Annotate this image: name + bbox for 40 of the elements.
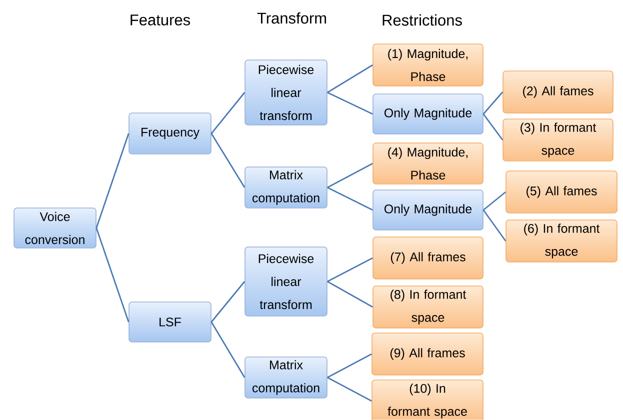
connector xyxy=(96,133,130,228)
connector xyxy=(327,353,372,378)
box: (7) All frames xyxy=(372,236,484,280)
box: Matrix computation xyxy=(244,356,328,398)
connector xyxy=(210,322,246,378)
box: Piecewise linear transform xyxy=(244,246,328,316)
connector xyxy=(210,281,246,322)
connector xyxy=(327,257,373,282)
column-heading: Transform xyxy=(257,12,326,24)
box: (8) In formant space xyxy=(372,286,484,328)
connector xyxy=(482,210,506,242)
connector xyxy=(210,92,246,134)
connector xyxy=(482,92,504,114)
column-heading: Restrictions xyxy=(382,14,462,26)
box: (2) All fames xyxy=(502,70,614,114)
box: Voice conversion xyxy=(14,208,96,248)
box: Piecewise linear transform xyxy=(244,60,328,126)
connector xyxy=(96,228,130,322)
connector xyxy=(327,376,372,402)
connector xyxy=(482,191,506,211)
box: (9) All frames xyxy=(372,332,484,376)
column-heading: Features xyxy=(130,14,190,26)
connector xyxy=(327,64,373,94)
connector xyxy=(327,186,373,211)
box: Only Magnitude xyxy=(372,94,484,134)
connector xyxy=(327,280,373,308)
box: (3) In formant space xyxy=(502,118,614,162)
box: Matrix computation xyxy=(244,166,328,208)
connector xyxy=(210,133,246,188)
box: Frequency xyxy=(128,112,212,154)
box: (10) In formant space xyxy=(372,380,484,420)
box: Only Magnitude xyxy=(372,190,484,230)
connector xyxy=(482,114,504,140)
connector xyxy=(327,162,373,188)
box: LSF xyxy=(128,302,212,342)
box: (6) In formant space xyxy=(506,220,618,262)
box: (1) Magnitude, Phase xyxy=(372,44,484,86)
box: (5) All fames xyxy=(506,170,618,214)
connector xyxy=(327,92,373,115)
box: (4) Magnitude, Phase xyxy=(372,142,484,184)
